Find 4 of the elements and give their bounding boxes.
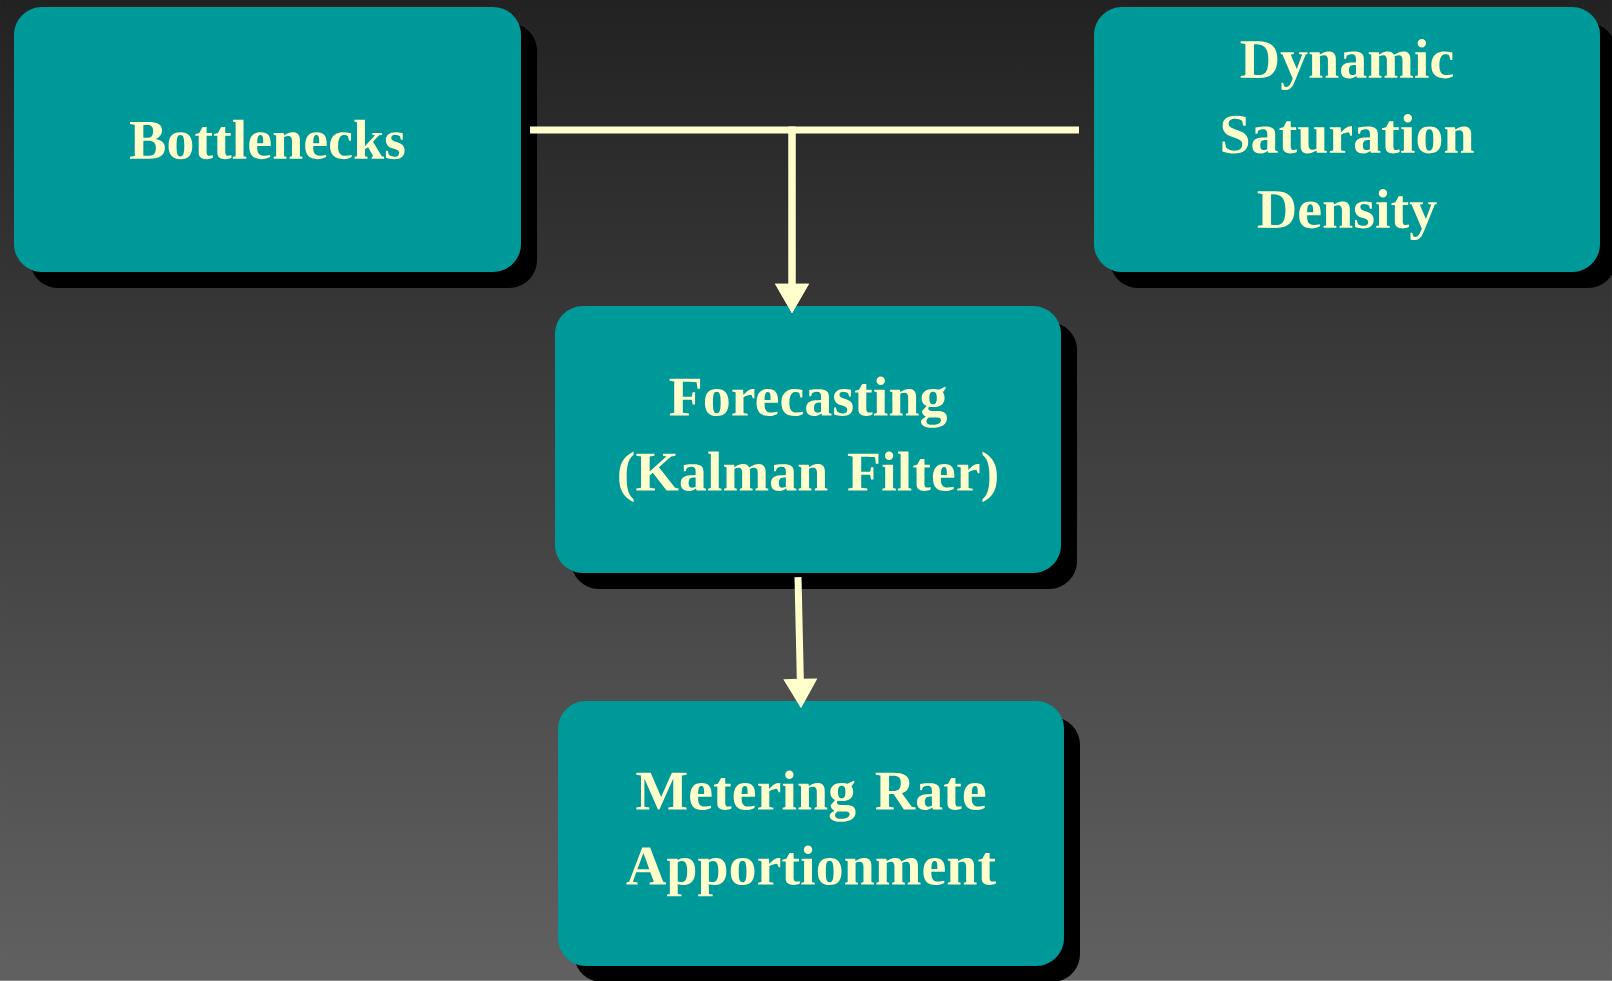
- process-box: Forecasting (Kalman Filter): [555, 306, 1077, 589]
- process-box: Dynamic Saturation Density: [1094, 7, 1612, 288]
- process-box: Metering Rate Apportionment: [558, 701, 1080, 981]
- process-box: Bottlenecks: [14, 7, 537, 288]
